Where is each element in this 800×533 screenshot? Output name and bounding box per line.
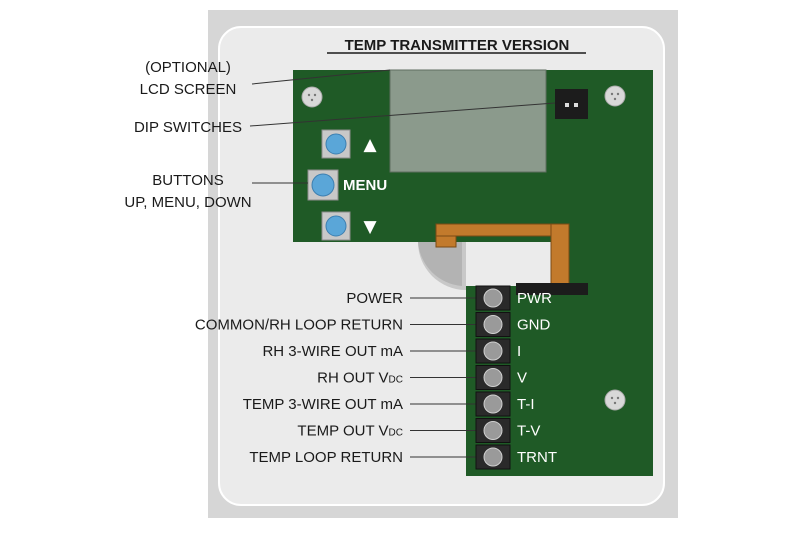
up-arrow-icon: ▲	[363, 135, 377, 155]
terminal-screw-icon	[483, 394, 503, 414]
wire-label: RH 3-WIRE OUT mA	[262, 343, 403, 360]
terminal-row: TEMP OUT VDC T-V	[297, 418, 540, 443]
wire-label: RH OUT VDC	[317, 370, 403, 387]
screw-icon	[301, 86, 323, 108]
dip-leader-line	[249, 102, 556, 127]
dip-switch-pin	[565, 103, 569, 107]
wire-label: COMMON/RH LOOP RETURN	[195, 317, 403, 334]
wire-label: TEMP LOOP RETURN	[249, 449, 403, 466]
ribbon-cable	[435, 223, 588, 295]
wire-label: TEMP 3-WIRE OUT mA	[243, 396, 403, 413]
terminal-label: PWR	[517, 290, 552, 307]
terminal-label: I	[517, 343, 521, 360]
lcd-screen	[389, 69, 547, 173]
screw-icon	[604, 85, 626, 107]
screw-icon	[604, 389, 626, 411]
terminal-row: TEMP 3-WIRE OUT mA T-I	[243, 391, 535, 417]
terminal-row: COMMON/RH LOOP RETURN GND	[195, 312, 551, 337]
lcd-label-line1: (OPTIONAL)	[145, 59, 231, 76]
terminal-screw-icon	[483, 341, 503, 361]
menu-text: MENU	[343, 177, 387, 194]
down-button	[321, 211, 351, 241]
dip-label: DIP SWITCHES	[134, 119, 242, 136]
terminal-label: TRNT	[517, 449, 557, 466]
terminal-row: POWER PWR	[346, 285, 552, 311]
cutout	[418, 242, 462, 286]
terminal-screw-icon	[483, 447, 503, 467]
buttons-label-line2: UP, MENU, DOWN	[124, 194, 251, 211]
buttons-label-line1: BUTTONS	[152, 172, 223, 189]
dip-switch-pin	[574, 103, 578, 107]
lcd-label-line2: LCD SCREEN	[140, 81, 237, 98]
terminal-label: GND	[517, 317, 551, 334]
terminal-screw-icon	[483, 368, 503, 387]
terminal-label: T-I	[517, 396, 535, 413]
terminal-screw-icon	[483, 421, 503, 440]
terminal-screw-icon	[483, 288, 503, 308]
diagram-title: TEMP TRANSMITTER VERSION	[345, 37, 570, 54]
dip-switches	[555, 89, 588, 119]
ribbon-connector	[516, 283, 588, 295]
lcd-leader-line	[251, 69, 391, 85]
up-button	[321, 129, 351, 159]
down-arrow-icon: ▼	[363, 217, 377, 237]
wire-label: TEMP OUT VDC	[297, 423, 403, 440]
terminal-row: TEMP LOOP RETURN TRNT	[249, 444, 557, 470]
terminal-row: RH 3-WIRE OUT mA I	[262, 338, 521, 364]
terminal-row: RH OUT VDC V	[317, 365, 527, 390]
terminal-label: V	[517, 370, 527, 387]
wire-label: POWER	[346, 290, 403, 307]
menu-button	[307, 169, 339, 201]
terminal-label: T-V	[517, 423, 540, 440]
terminal-screw-icon	[483, 315, 503, 334]
